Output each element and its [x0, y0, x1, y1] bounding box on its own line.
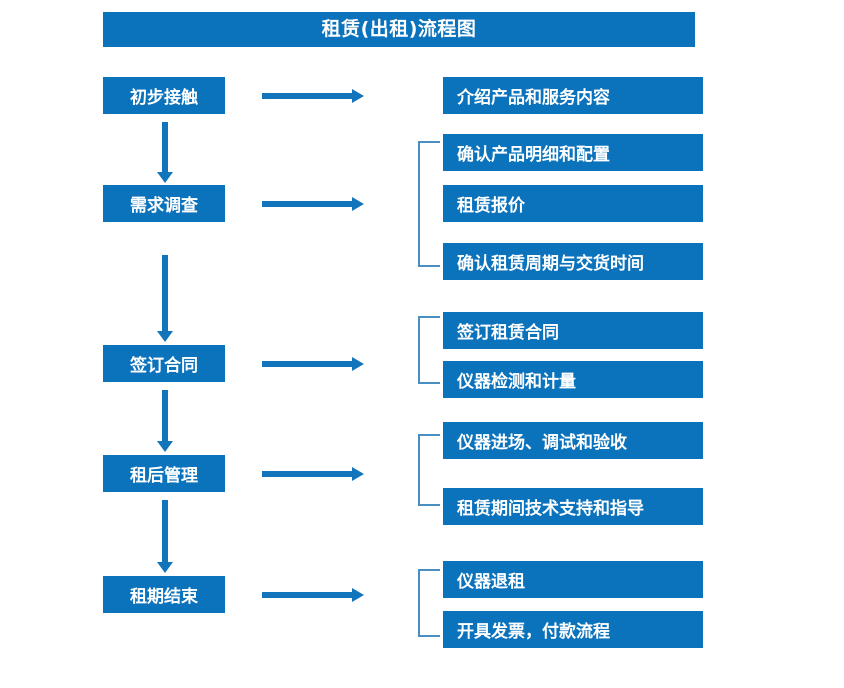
stage-box-5[interactable]: 租期结束 [103, 576, 225, 613]
down-arrow-icon-3 [155, 390, 175, 453]
detail-box-2[interactable]: 确认产品明细和配置 [443, 134, 703, 171]
detail-box-5[interactable]: 签订租赁合同 [443, 312, 703, 349]
detail-box-10[interactable]: 开具发票，付款流程 [443, 611, 703, 648]
group-bracket-3 [418, 316, 440, 384]
stage-label: 签订合同 [130, 355, 198, 376]
detail-label: 仪器退租 [457, 571, 525, 592]
detail-box-3[interactable]: 租赁报价 [443, 185, 703, 222]
stage-box-1[interactable]: 初步接触 [103, 77, 225, 114]
detail-box-1[interactable]: 介绍产品和服务内容 [443, 77, 703, 114]
down-arrow-icon-1 [155, 122, 175, 184]
detail-box-4[interactable]: 确认租赁周期与交货时间 [443, 243, 703, 280]
detail-label: 介绍产品和服务内容 [457, 87, 610, 108]
detail-label: 租赁期间技术支持和指导 [457, 498, 644, 519]
stage-box-4[interactable]: 租后管理 [103, 455, 225, 492]
detail-label: 确认产品明细和配置 [457, 144, 610, 165]
detail-label: 签订租赁合同 [457, 322, 559, 343]
detail-box-8[interactable]: 租赁期间技术支持和指导 [443, 488, 703, 525]
detail-label: 确认租赁周期与交货时间 [457, 253, 644, 274]
detail-label: 租赁报价 [457, 195, 525, 216]
right-arrow-icon-3 [262, 356, 364, 372]
stage-box-3[interactable]: 签订合同 [103, 345, 225, 382]
stage-label: 需求调查 [130, 195, 198, 216]
right-arrow-icon-2 [262, 196, 364, 212]
group-bracket-2 [418, 141, 440, 267]
stage-box-2[interactable]: 需求调查 [103, 185, 225, 222]
right-arrow-icon-5 [262, 587, 364, 603]
down-arrow-icon-4 [155, 500, 175, 574]
detail-label: 开具发票，付款流程 [457, 621, 610, 642]
right-arrow-icon-1 [262, 88, 364, 104]
detail-box-6[interactable]: 仪器检测和计量 [443, 361, 703, 398]
stage-label: 初步接触 [130, 87, 198, 108]
detail-label: 仪器检测和计量 [457, 371, 576, 392]
stage-label: 租后管理 [130, 465, 198, 486]
detail-box-9[interactable]: 仪器退租 [443, 561, 703, 598]
down-arrow-icon-2 [155, 255, 175, 343]
stage-label: 租期结束 [130, 586, 198, 607]
group-bracket-4 [418, 434, 440, 506]
detail-label: 仪器进场、调试和验收 [457, 432, 627, 453]
group-bracket-5 [418, 569, 440, 637]
right-arrow-icon-4 [262, 466, 364, 482]
detail-box-7[interactable]: 仪器进场、调试和验收 [443, 422, 703, 459]
flowchart-title: 租赁(出租)流程图 [103, 12, 695, 47]
